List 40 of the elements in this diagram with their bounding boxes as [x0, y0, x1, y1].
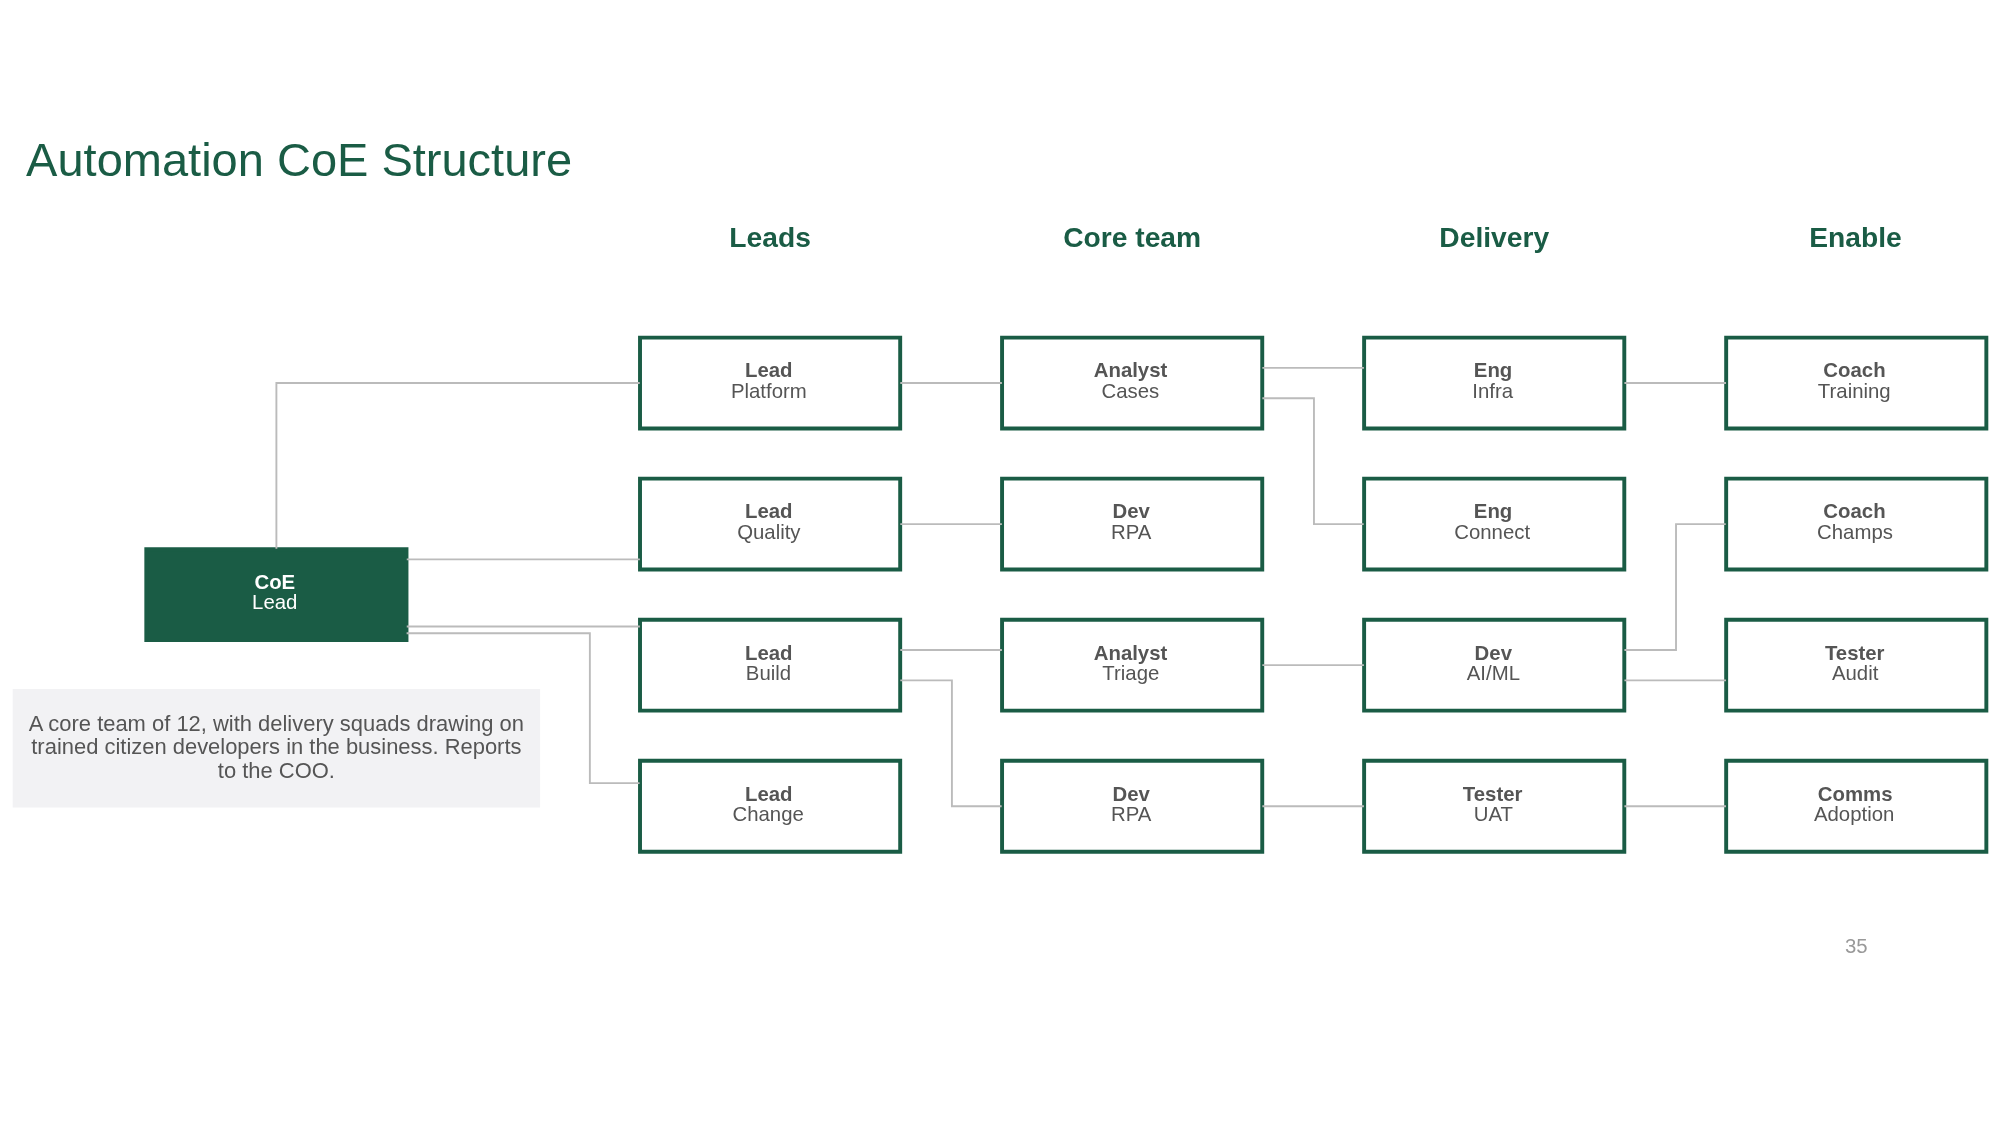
node-box: Dev RPA: [1000, 476, 1265, 572]
connector: [1623, 523, 1727, 651]
connector: [275, 382, 641, 550]
node-box: Lead Quality: [638, 476, 903, 572]
node-box: Analyst Cases: [1000, 335, 1265, 431]
label: Delivery: [1439, 221, 1550, 254]
label: Leads: [729, 221, 811, 254]
connector: [1261, 805, 1365, 808]
connector: [1261, 664, 1365, 667]
connector: [899, 649, 1003, 651]
node-box: Dev RPA: [1000, 758, 1265, 854]
node-box: Coach Champs: [1724, 476, 1989, 572]
node-box: Lead Change: [638, 758, 903, 854]
node-box: Eng Infra: [1362, 335, 1627, 431]
label: 35: [1844, 934, 1868, 957]
node-box: Coach Training: [1724, 335, 1989, 431]
node-box: Comms Adoption: [1724, 758, 1989, 854]
node-box: Lead Platform: [638, 335, 903, 431]
connector: [899, 679, 1003, 808]
label: Core team: [1063, 221, 1202, 254]
label: Enable: [1809, 221, 1902, 254]
connector: [1623, 679, 1727, 682]
node-box: CoE Lead: [144, 547, 409, 643]
connector: [1261, 366, 1365, 369]
connector: [899, 382, 1003, 384]
connector: [405, 558, 641, 561]
connector: [1623, 805, 1727, 808]
connector: [899, 523, 1003, 526]
node-box: Lead Build: [638, 617, 903, 713]
connector: [405, 632, 641, 785]
node-box: Tester UAT: [1362, 758, 1627, 854]
node-box: Dev AI/ML: [1362, 617, 1627, 713]
connector: [405, 625, 641, 628]
node-box: Analyst Triage: [1000, 617, 1265, 713]
node-box: Tester Audit: [1724, 617, 1989, 713]
diagram-title: Automation CoE Structure: [26, 133, 573, 187]
connector: [1623, 382, 1727, 384]
caption: A core team of 12, with delivery squads drawing on trained citizen developers in the business. Reports to the COO.: [28, 710, 524, 783]
connector: [1261, 397, 1365, 526]
node-box: Eng Connect: [1362, 476, 1627, 572]
